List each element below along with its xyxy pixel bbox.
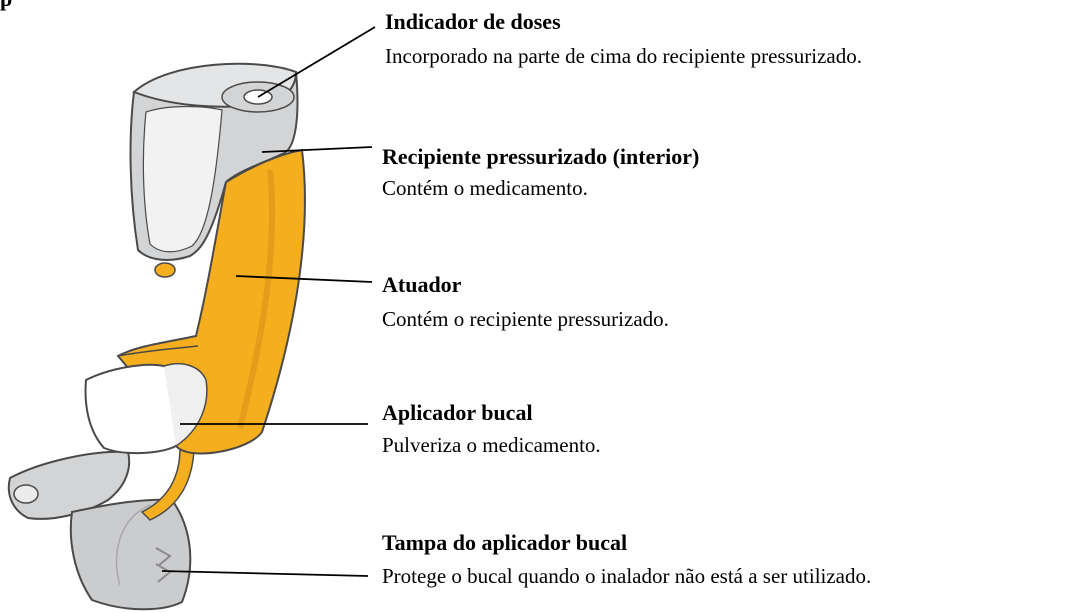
cap-strap-drawing <box>140 447 195 521</box>
leader-line-canister <box>261 146 373 153</box>
leader-line-mouthpiece-cap <box>161 570 369 577</box>
mouthpiece-drawing <box>84 362 208 455</box>
label-canister: Recipiente pressurizado (interior) Conté… <box>382 143 699 202</box>
label-actuator: Atuador Contém o recipiente pressurizado… <box>382 271 669 333</box>
canister-drawing <box>129 62 299 261</box>
label-description: Contém o recipiente pressurizado. <box>382 307 669 331</box>
label-title: Tampa do aplicador bucal <box>382 530 628 555</box>
label-title: Aplicador bucal <box>382 400 533 425</box>
label-description: Contém o medicamento. <box>382 176 588 200</box>
label-dose-indicator: Indicador de doses Incorporado na parte … <box>385 8 862 70</box>
label-title: Indicador de doses <box>385 9 561 34</box>
label-description: Protege o bucal quando o inalador não es… <box>382 564 872 588</box>
mouthpiece-cap-drawing <box>7 450 192 611</box>
label-title: Atuador <box>382 272 462 297</box>
label-mouthpiece: Aplicador bucal Pulveriza o medicamento. <box>382 399 601 459</box>
leader-line-actuator <box>235 275 373 283</box>
label-title: Recipiente pressurizado (interior) <box>382 144 700 169</box>
label-description: Pulveriza o medicamento. <box>382 433 601 457</box>
label-mouthpiece-cap: Tampa do aplicador bucal Protege o bucal… <box>382 529 871 590</box>
leader-line-dose-indicator <box>257 26 376 98</box>
cut-off-heading: p <box>0 0 12 12</box>
label-description: Incorporado na parte de cima do recipien… <box>385 44 862 68</box>
